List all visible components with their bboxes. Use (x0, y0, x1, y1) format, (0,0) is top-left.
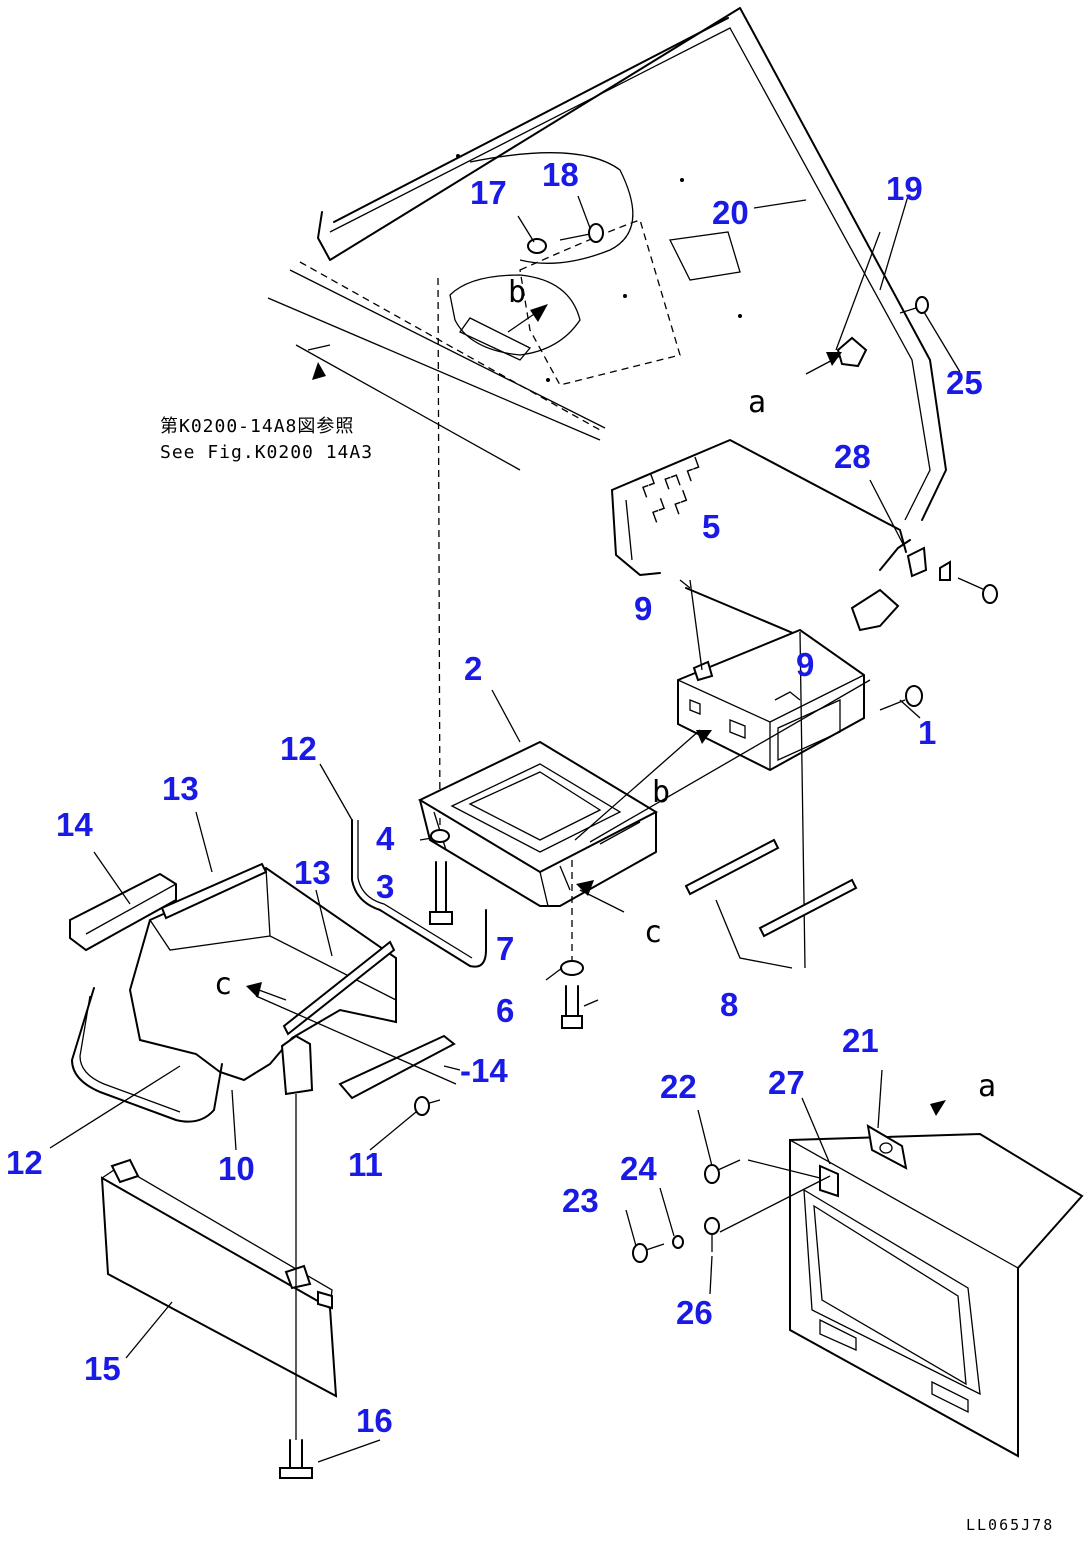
view-letter-c-left: c (214, 967, 232, 1002)
door-box (789, 1132, 1084, 1458)
u-rod-part-12-lower (71, 987, 223, 1123)
guide-door-2 (747, 1159, 821, 1179)
reference-note-en: See Fig.K0200 14A3 (160, 442, 373, 463)
bracket-part-27 (819, 1164, 839, 1198)
callout-21: 21 (842, 1022, 879, 1059)
callout-16: 16 (356, 1402, 393, 1439)
bolt-part-11 (414, 1096, 441, 1116)
leader-lines (49, 195, 961, 1463)
callout-12-upper: 12 (280, 730, 317, 767)
callout-5: 5 (702, 508, 720, 545)
callout-3: 3 (376, 868, 394, 905)
callout-15: 15 (84, 1350, 121, 1387)
arrow-heads (246, 304, 946, 1116)
callout-24: 24 (620, 1150, 657, 1187)
svg-text:┌┘┌┐┌┘: ┌┘┌┐┌┘ (634, 455, 708, 500)
harness-connector-part-28 (850, 539, 998, 632)
bolt-part-3 (429, 861, 453, 925)
callout-10: 10 (218, 1150, 255, 1187)
nut-grommet (836, 336, 868, 368)
view-letter-a-upper: a (748, 385, 766, 420)
plate-part-21 (866, 1124, 908, 1170)
washer-part-4 (430, 829, 450, 843)
clip-part-26 (704, 1217, 720, 1252)
callout-28: 28 (834, 438, 871, 475)
view-letter-b-lower: b (652, 775, 670, 810)
callout-13-left: 13 (162, 770, 199, 807)
bolt-part-23 (632, 1243, 665, 1263)
reference-note-jp: 第K0200-14A8図参照 (160, 416, 354, 437)
callout-12-lower: 12 (6, 1144, 43, 1181)
callout-13-right: 13 (294, 854, 331, 891)
bolt-part-16 (279, 1439, 313, 1479)
strip-part-14-lower (338, 1034, 456, 1100)
callout-2: 2 (464, 650, 482, 687)
callout-7: 7 (496, 930, 514, 967)
callout-14-upper: 14 (56, 806, 93, 843)
bolt-part-6 (561, 985, 583, 1029)
callout-25: 25 (946, 364, 983, 401)
callouts: 1 2 3 4 5 6 7 8 9 9 10 11 12 12 13 13 14… (6, 156, 983, 1439)
strip-part-14-upper (69, 872, 177, 952)
view-letter-c-right: c (644, 915, 662, 950)
callout-23: 23 (562, 1182, 599, 1219)
washer-part-24 (672, 1235, 684, 1249)
callout-19: 19 (886, 170, 923, 207)
view-letter-a-lower: a (978, 1069, 996, 1104)
control-box-part-1 (677, 628, 923, 772)
leader-9a (689, 579, 703, 671)
strip-part-8 (684, 838, 858, 969)
callout-14-lower: -14 (460, 1052, 508, 1089)
cover-plate-part-15 (100, 1158, 338, 1398)
drawing-code: LL065J78 (966, 1516, 1054, 1534)
callout-1: 1 (918, 714, 936, 751)
callout-4: 4 (376, 820, 395, 857)
guide-door-1 (719, 1175, 831, 1233)
assembly-guide-line (437, 277, 441, 831)
mounting-tray-part-2 (417, 740, 659, 907)
callout-26: 26 (676, 1294, 713, 1331)
bolt-part-22 (704, 1159, 741, 1184)
u-rod-part-12-upper (351, 819, 487, 968)
callout-8: 8 (720, 986, 738, 1023)
callout-20: 20 (712, 194, 749, 231)
callout-22: 22 (660, 1068, 697, 1105)
guide-b (574, 729, 701, 841)
bolt-part-25 (899, 296, 929, 314)
guide-c (255, 995, 457, 1085)
bolt-part-18 (559, 223, 604, 243)
view-letter-b-upper: b (508, 275, 526, 310)
callout-17: 17 (470, 174, 507, 211)
callout-18: 18 (542, 156, 579, 193)
washer-part-17 (527, 238, 547, 254)
callout-6: 6 (496, 992, 514, 1029)
callout-9-right: 9 (796, 646, 814, 683)
callout-9-left: 9 (634, 590, 652, 627)
cab-panel-part-20 (267, 7, 947, 521)
guide-tray-box (589, 679, 871, 843)
callout-27: 27 (768, 1064, 805, 1101)
cover-part-10 (128, 862, 397, 1096)
washer-part-7 (560, 960, 584, 976)
callout-11: 11 (348, 1146, 383, 1183)
